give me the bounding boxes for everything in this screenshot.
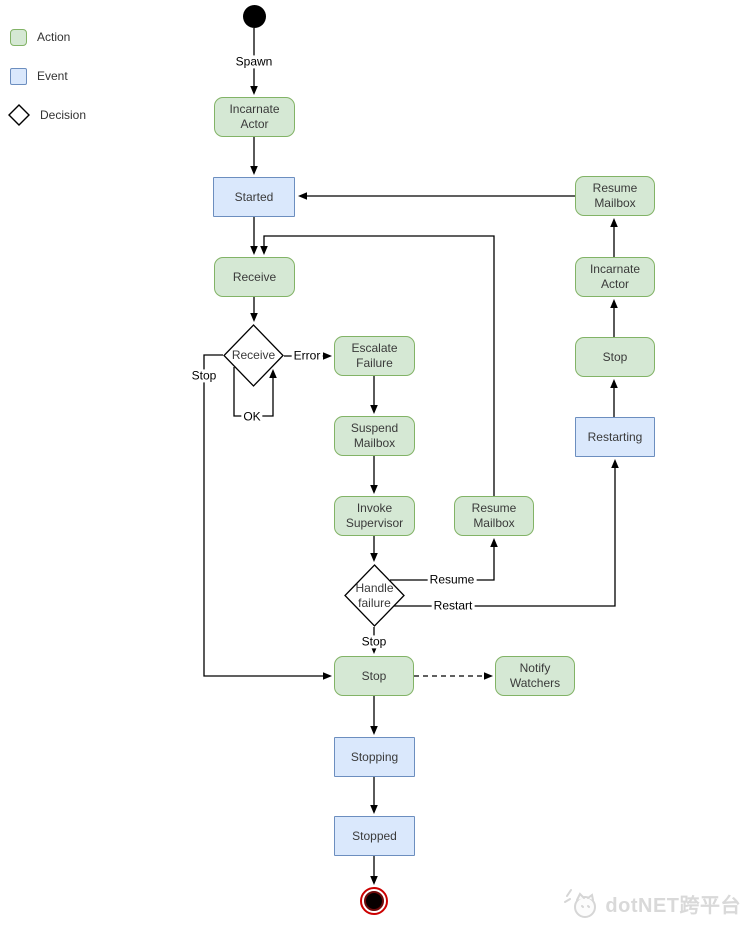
node-label: Receive bbox=[231, 348, 276, 362]
node-end bbox=[360, 887, 388, 915]
node-label: Stop bbox=[361, 668, 387, 683]
edge-resume-mailbox-mid-to-receive bbox=[263, 235, 495, 496]
node-suspend-mailbox: Suspend Mailbox bbox=[334, 416, 415, 456]
node-label: Notify Watchers bbox=[509, 661, 561, 690]
edge-label-error: Error bbox=[291, 348, 323, 363]
arrowhead-icon bbox=[370, 405, 378, 414]
legend-item-action: Action bbox=[10, 28, 86, 46]
arrowhead-icon bbox=[323, 352, 332, 360]
edge-label-resume: Resume bbox=[427, 572, 477, 587]
decision-diamond-shape bbox=[223, 324, 284, 387]
legend-action-label: Action bbox=[37, 30, 71, 44]
arrowhead-icon bbox=[370, 485, 378, 494]
node-receive-decision: Receive bbox=[223, 324, 284, 387]
arrowhead-icon bbox=[610, 299, 618, 308]
legend-decision-label: Decision bbox=[40, 108, 87, 122]
arrowhead-icon bbox=[269, 369, 277, 378]
arrowhead-icon bbox=[323, 672, 332, 680]
watermark-text: dotNET跨平台 bbox=[605, 894, 741, 917]
node-start bbox=[243, 5, 266, 28]
arrowhead-icon bbox=[250, 246, 258, 255]
legend-item-decision: Decision bbox=[8, 104, 87, 126]
node-label: Suspend Mailbox bbox=[350, 421, 399, 450]
node-label: Invoke Supervisor bbox=[345, 501, 404, 530]
node-label: Stopping bbox=[350, 749, 399, 764]
legend: Action Event Decision bbox=[8, 28, 87, 145]
node-stop-right: Stop bbox=[575, 337, 655, 377]
arrowhead-icon bbox=[250, 166, 258, 175]
node-stopped: Stopped bbox=[334, 816, 415, 856]
edge-label-stop: Stop bbox=[189, 368, 219, 383]
node-label: Stop bbox=[602, 349, 628, 364]
arrowhead-icon bbox=[250, 86, 258, 95]
watermark: dotNET跨平台 bbox=[564, 886, 741, 920]
node-label: Started bbox=[234, 189, 274, 204]
decision-swatch-icon bbox=[8, 104, 30, 126]
node-label: Incarnate Actor bbox=[589, 262, 641, 291]
node-started: Started bbox=[213, 177, 295, 217]
edge-label-stop: Stop bbox=[359, 634, 389, 649]
node-label: Receive bbox=[232, 269, 277, 284]
node-notify-watchers: Notify Watchers bbox=[495, 656, 575, 696]
node-restarting: Restarting bbox=[575, 417, 655, 457]
arrowhead-icon bbox=[298, 192, 307, 200]
arrowhead-icon bbox=[260, 246, 268, 255]
node-incarnate-actor: Incarnate Actor bbox=[214, 97, 295, 137]
node-label: Escalate Failure bbox=[351, 341, 398, 370]
legend-event-label: Event bbox=[37, 69, 68, 83]
edge-label-restart: Restart bbox=[431, 598, 475, 613]
node-stop: Stop bbox=[334, 656, 414, 696]
node-handle-failure-decision: Handle failure bbox=[344, 564, 405, 627]
node-label: Resume Mailbox bbox=[592, 181, 638, 210]
arrowhead-icon bbox=[490, 538, 498, 547]
arrowhead-icon bbox=[370, 805, 378, 814]
node-label: Resume Mailbox bbox=[471, 501, 517, 530]
arrowhead-icon bbox=[370, 726, 378, 735]
node-invoke-supervisor: Invoke Supervisor bbox=[334, 496, 415, 536]
event-swatch-icon bbox=[10, 67, 27, 85]
decision-diamond-shape bbox=[344, 564, 405, 627]
arrowhead-icon bbox=[610, 218, 618, 227]
arrowhead-icon bbox=[610, 379, 618, 388]
node-stopping: Stopping bbox=[334, 737, 415, 777]
legend-item-event: Event bbox=[10, 67, 86, 85]
arrowhead-icon bbox=[370, 876, 378, 885]
arrowhead-icon bbox=[484, 672, 493, 680]
arrowhead-icon bbox=[611, 459, 619, 468]
end-node-core bbox=[364, 891, 384, 911]
node-label: Handle failure bbox=[355, 580, 394, 610]
edge-label-spawn: Spawn bbox=[233, 54, 275, 69]
node-escalate-failure: Escalate Failure bbox=[334, 336, 415, 376]
edge-handle-failure-decision-to-restarting bbox=[393, 468, 616, 607]
action-swatch-icon bbox=[10, 28, 27, 46]
node-resume-mailbox-right: Resume Mailbox bbox=[575, 176, 655, 216]
edge-receive-decision-to-stop bbox=[203, 354, 323, 677]
arrowhead-icon bbox=[370, 553, 378, 562]
node-receive: Receive bbox=[214, 257, 295, 297]
node-incarnate-actor-right: Incarnate Actor bbox=[575, 257, 655, 297]
arrowhead-icon bbox=[250, 313, 258, 322]
node-resume-mailbox-mid: Resume Mailbox bbox=[454, 496, 534, 536]
node-label: Stopped bbox=[352, 828, 397, 843]
node-label: Incarnate Actor bbox=[229, 102, 280, 131]
node-label: Restarting bbox=[587, 429, 643, 444]
edge-handle-failure-decision-to-resume-mailbox-mid bbox=[390, 547, 495, 581]
cat-logo-icon bbox=[564, 889, 597, 918]
edge-label-ok: OK bbox=[241, 409, 263, 424]
